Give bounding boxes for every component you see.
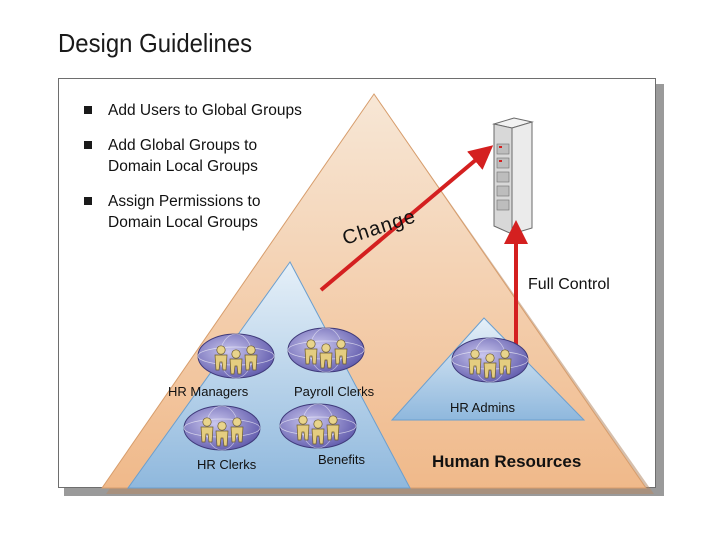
group-icon [452,338,528,382]
group-icon [280,404,356,448]
payroll-clerks-label: Payroll Clerks [294,384,375,399]
bullet-text: Add Users to Global Groups [108,102,302,119]
change-arrow [319,145,494,292]
group-icon [288,328,364,372]
list-item: Add Global Groups to Domain Local Groups [84,135,304,177]
list-item: Add Users to Global Groups [84,100,304,121]
server-icon [492,117,534,235]
bullet-marker [84,106,92,114]
full-control-label: Full Control [528,276,610,293]
slide-title: Design Guidelines [58,28,253,58]
bullet-list: Add Users to Global Groups Add Global Gr… [84,100,304,247]
group-icon [198,334,274,378]
list-item: Assign Permissions to Domain Local Group… [84,191,304,233]
hr-managers-label: HR Managers [168,384,249,399]
hr-admins-label: HR Admins [450,400,516,415]
human-resources-label: Human Resources [432,452,582,471]
benefits-label: Benefits [318,452,365,467]
bullet-marker [84,141,92,149]
group-icon [184,406,260,450]
bullet-text: Assign Permissions to Domain Local Group… [108,193,261,231]
hr-clerks-label: HR Clerks [197,457,257,472]
bullet-text: Add Global Groups to Domain Local Groups [108,137,258,175]
bullet-marker [84,197,92,205]
